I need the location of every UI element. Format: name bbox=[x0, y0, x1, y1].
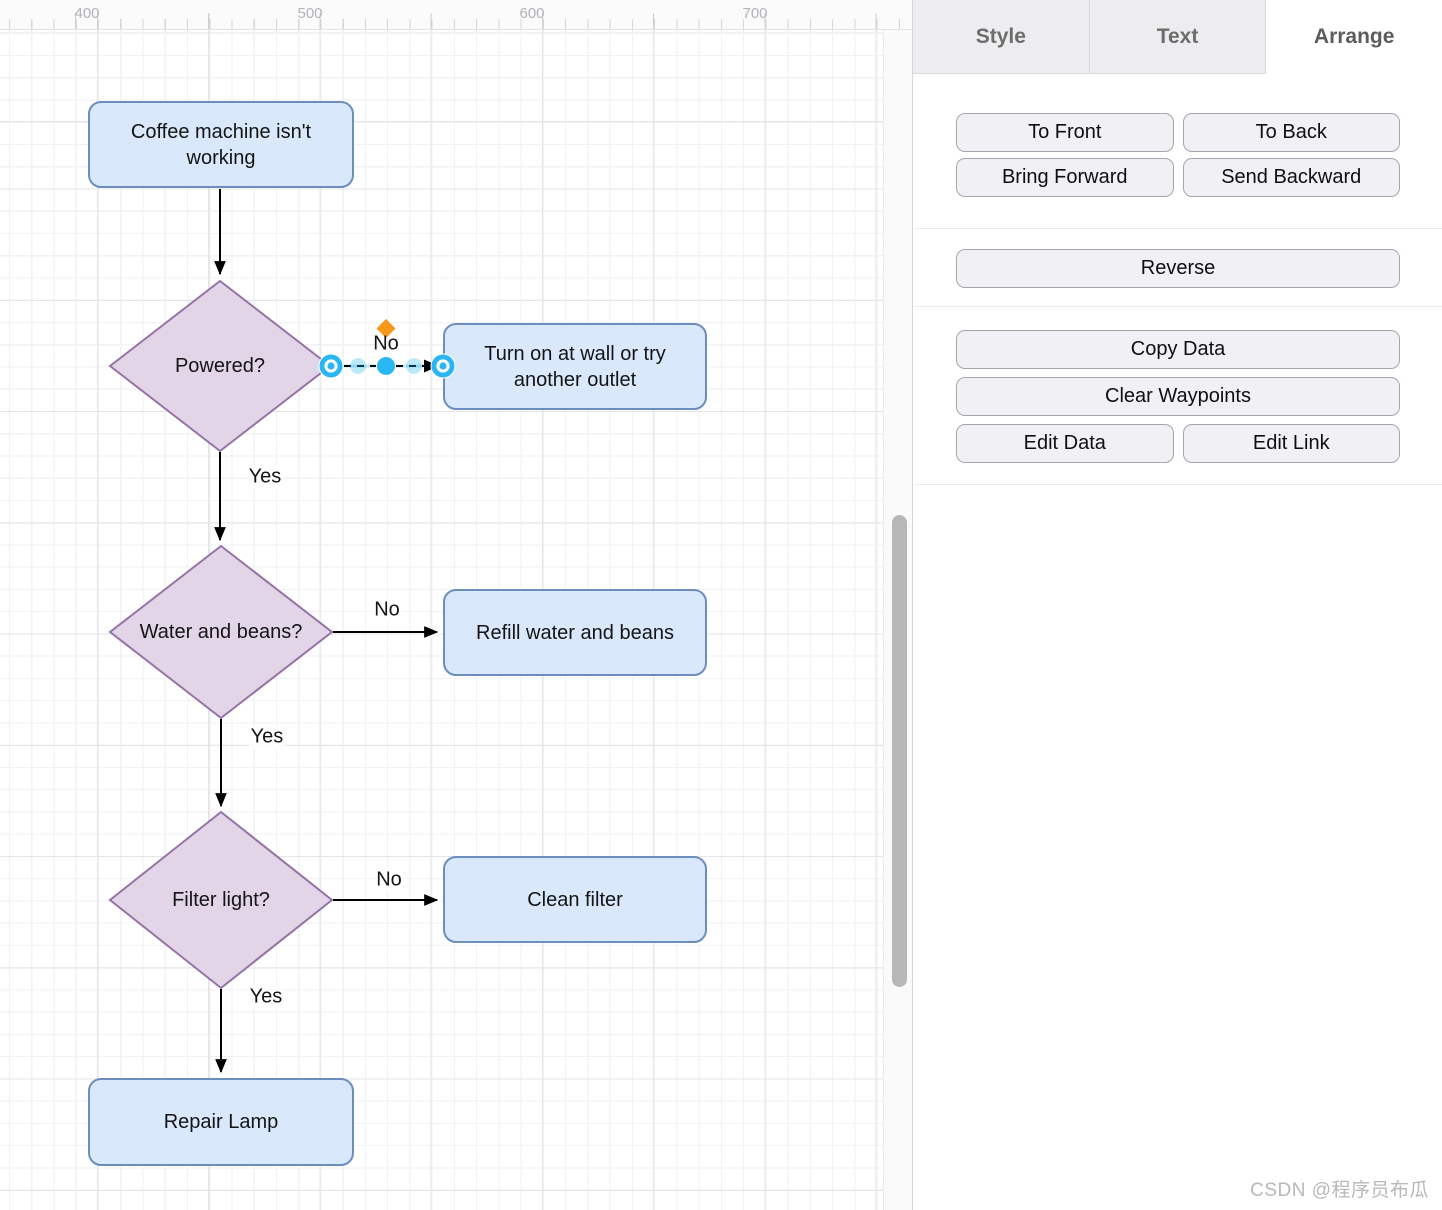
reverse-button[interactable]: Reverse bbox=[956, 249, 1400, 288]
edit-data-button[interactable]: Edit Data bbox=[956, 424, 1174, 463]
vertical-scrollbar-thumb[interactable] bbox=[892, 515, 907, 987]
edge-label-yes-water[interactable]: Yes bbox=[248, 725, 286, 749]
data-section: Copy Data Clear Waypoints Edit Data Edit… bbox=[913, 307, 1442, 485]
reverse-section: Reverse bbox=[913, 229, 1442, 307]
tab-arrange[interactable]: Arrange bbox=[1266, 0, 1442, 74]
node-outlet[interactable]: Turn on at wall or try another outlet bbox=[443, 323, 707, 410]
node-repair-lamp[interactable]: Repair Lamp bbox=[88, 1078, 354, 1166]
edge-label-yes-powered[interactable]: Yes bbox=[246, 465, 284, 489]
tab-text[interactable]: Text bbox=[1089, 0, 1267, 74]
z-order-section: To Front To Back Bring Forward Send Back… bbox=[913, 74, 1442, 229]
canvas-grid[interactable] bbox=[0, 30, 884, 1210]
node-water-beans-label[interactable]: Water and beans? bbox=[139, 621, 303, 643]
bring-forward-button[interactable]: Bring Forward bbox=[956, 158, 1174, 197]
ruler-label: 400 bbox=[74, 5, 100, 22]
node-clean-filter[interactable]: Clean filter bbox=[443, 856, 707, 943]
diagram-canvas[interactable]: 400 500 600 700 Coffee machine isn't bbox=[0, 0, 912, 1210]
format-tabs: Style Text Arrange bbox=[913, 0, 1442, 74]
send-backward-button[interactable]: Send Backward bbox=[1182, 158, 1400, 197]
node-start[interactable]: Coffee machine isn't working bbox=[88, 101, 354, 188]
format-panel: Style Text Arrange To Front To Back Brin… bbox=[912, 0, 1442, 1210]
vertical-scrollbar[interactable] bbox=[888, 31, 911, 1210]
edge-label-no-water[interactable]: No bbox=[372, 598, 402, 622]
edge-label-yes-filter[interactable]: Yes bbox=[247, 985, 285, 1009]
ruler-horizontal: 400 500 600 700 bbox=[0, 0, 912, 30]
tab-style[interactable]: Style bbox=[913, 0, 1090, 74]
node-filter-light-label[interactable]: Filter light? bbox=[172, 889, 270, 911]
node-powered-label[interactable]: Powered? bbox=[174, 355, 266, 377]
to-back-button[interactable]: To Back bbox=[1182, 113, 1400, 152]
clear-waypoints-button[interactable]: Clear Waypoints bbox=[956, 377, 1400, 416]
edge-label-no-powered[interactable]: No bbox=[373, 332, 399, 355]
watermark: CSDN @程序员布瓜 bbox=[1250, 1180, 1429, 1201]
ruler-label: 700 bbox=[742, 5, 768, 22]
ruler-label: 600 bbox=[519, 5, 545, 22]
copy-data-button[interactable]: Copy Data bbox=[956, 330, 1400, 369]
edit-link-button[interactable]: Edit Link bbox=[1182, 424, 1400, 463]
ruler-label: 500 bbox=[297, 5, 323, 22]
node-refill[interactable]: Refill water and beans bbox=[443, 589, 707, 676]
to-front-button[interactable]: To Front bbox=[956, 113, 1174, 152]
edge-label-no-filter[interactable]: No bbox=[374, 868, 404, 892]
